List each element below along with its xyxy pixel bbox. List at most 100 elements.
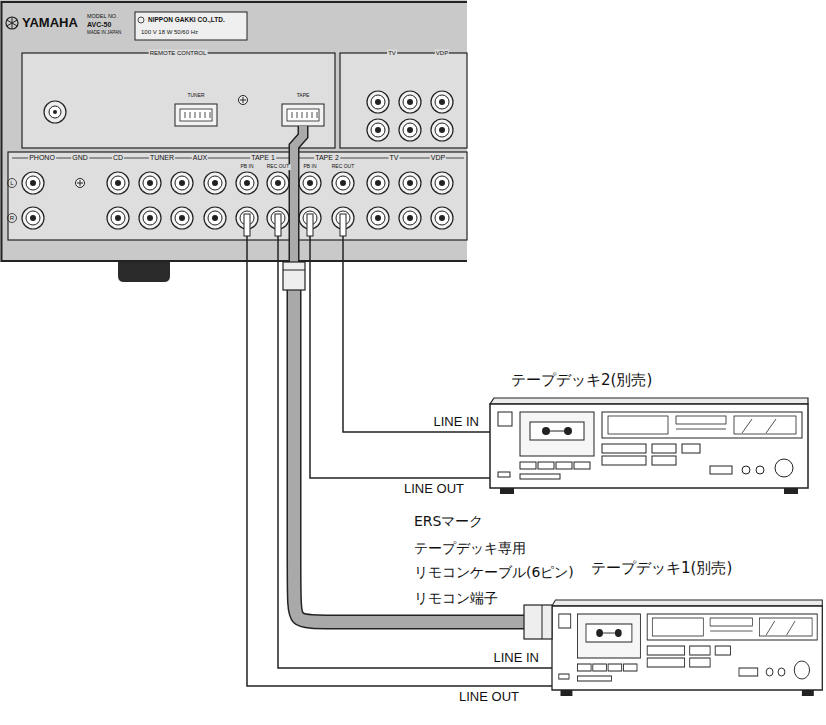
panel-label: AVC-50	[86, 21, 112, 29]
amplifier-rear-panel	[282, 104, 324, 126]
text-slot: テープデッキ1(別売)	[590, 560, 733, 577]
text-slot: L	[9, 180, 14, 187]
amplifier-rear-panel	[49, 106, 61, 118]
text-slot: GND	[71, 154, 89, 162]
amplifier-rear-panel	[239, 96, 248, 105]
remote-cable	[283, 270, 305, 271]
audio-cable	[278, 262, 552, 668]
text-slot: TUNER	[186, 93, 205, 99]
amplifier-rear-panel	[44, 101, 66, 123]
text-slot: AUX	[192, 154, 208, 162]
amplifier-rear-panel	[185, 112, 210, 118]
amplifier-rear-panel	[171, 207, 193, 229]
panel-label: VDP	[430, 154, 446, 162]
text-slot: TUNER	[149, 154, 175, 162]
panel-label: L	[9, 180, 14, 187]
panel-label: 100 V 18 W 50/60 Hz	[140, 29, 199, 36]
plug-stub	[309, 236, 311, 262]
cable-label: LINE IN	[432, 415, 480, 430]
amplifier-rear-panel	[431, 172, 453, 194]
remote-cable	[524, 605, 552, 639]
panel-label: MODEL NO.	[86, 13, 119, 19]
cassette-deck	[490, 398, 808, 494]
audio-cable	[310, 262, 490, 478]
amplifier-rear-panel	[180, 109, 212, 121]
amplifier-rear-panel	[6, 17, 18, 29]
amplifier-rear-panel	[22, 53, 335, 148]
amplifier-rear-panel	[139, 207, 161, 229]
amplifier-rear-panel	[399, 207, 421, 229]
plug-stub	[277, 236, 279, 262]
text-slot: REC OUT	[266, 164, 291, 170]
panel-label: R	[9, 215, 15, 222]
text-slot: VDP	[430, 154, 446, 162]
text-slot: PB IN	[302, 164, 317, 170]
amplifier-rear-panel	[8, 214, 17, 223]
audio-cable	[247, 262, 552, 686]
panel-label: PHONO	[28, 154, 56, 162]
panel-label: REC OUT	[331, 164, 356, 170]
amplifier-rear-panel	[367, 119, 389, 141]
tape-deck: テープデッキ2(別売)	[490, 365, 810, 500]
remote-cable	[542, 605, 543, 639]
audio-cable	[278, 262, 552, 668]
text-slot: TV	[387, 50, 397, 57]
panel-label: AUX	[192, 154, 208, 162]
remote-cable	[283, 262, 305, 290]
audio-cable	[343, 262, 490, 432]
text-slot: LINE IN	[432, 415, 480, 430]
amplifier-rear-panel	[340, 53, 467, 148]
amplifier-rear-panel	[22, 172, 44, 194]
panel-label: PB IN	[302, 164, 317, 170]
cable-label: LINE OUT	[458, 690, 520, 705]
panel-label: TAPE	[296, 93, 311, 99]
text-slot: リモコン端子	[413, 590, 499, 606]
panel-label: GND	[71, 154, 89, 162]
panel-label: NIPPON GAKKI CO.,LTD.	[147, 16, 226, 23]
audio-cable	[343, 262, 490, 432]
amplifier-rear-panel	[399, 172, 421, 194]
text-slot: MADE IN JAPAN	[86, 30, 122, 35]
panel-label: TAPE 2	[314, 154, 340, 162]
plug-stub	[244, 214, 250, 236]
amplifier-rear-panel	[135, 12, 247, 40]
amplifier-rear-panel	[175, 104, 217, 126]
amplifier-rear-panel	[367, 207, 389, 229]
audio-cable	[247, 262, 552, 686]
amplifier-rear-panel	[8, 152, 467, 240]
amplifier-rear-panel	[171, 172, 193, 194]
amplifier-rear-panel	[204, 207, 226, 229]
text-slot: TAPE 1	[250, 154, 276, 162]
panel-label: REMOTE CONTROL	[149, 50, 208, 57]
amplifier-rear-panel	[399, 91, 421, 113]
plug-stub	[246, 236, 248, 262]
text-slot: TAPE 2	[314, 154, 340, 162]
cable-label: LINE IN	[492, 651, 540, 666]
panel-foot	[118, 262, 170, 282]
text-slot: MODEL NO.	[86, 13, 119, 19]
amplifier-rear-panel	[367, 91, 389, 113]
text-slot: LINE IN	[492, 651, 540, 666]
text-slot: LINE OUT	[403, 482, 465, 497]
callout-note: ERSマーク	[413, 513, 484, 529]
amplifier-rear-panel	[107, 172, 129, 194]
amplifier-rear-panel	[76, 179, 85, 188]
panel-label: YAMAHA	[21, 16, 79, 31]
text-slot: REMOTE CONTROL	[149, 50, 208, 57]
text-slot: TV	[389, 154, 400, 162]
deck-title: テープデッキ1(別売)	[590, 560, 733, 577]
text-slot: リモコンケーブル(6ピン)	[413, 564, 575, 580]
panel-label: TAPE 1	[250, 154, 276, 162]
text-slot: PHONO	[28, 154, 56, 162]
callout-note: テープデッキ専用	[413, 540, 527, 556]
amplifier-rear-panel	[332, 172, 354, 194]
remote-cable	[283, 262, 552, 639]
text-slot: ERSマーク	[413, 513, 484, 529]
callout-note: リモコン端子	[413, 590, 499, 606]
amplifier-rear-panel	[294, 126, 303, 262]
callout-note: リモコンケーブル(6ピン)	[413, 564, 575, 580]
amplifier-rear-panel	[399, 119, 421, 141]
